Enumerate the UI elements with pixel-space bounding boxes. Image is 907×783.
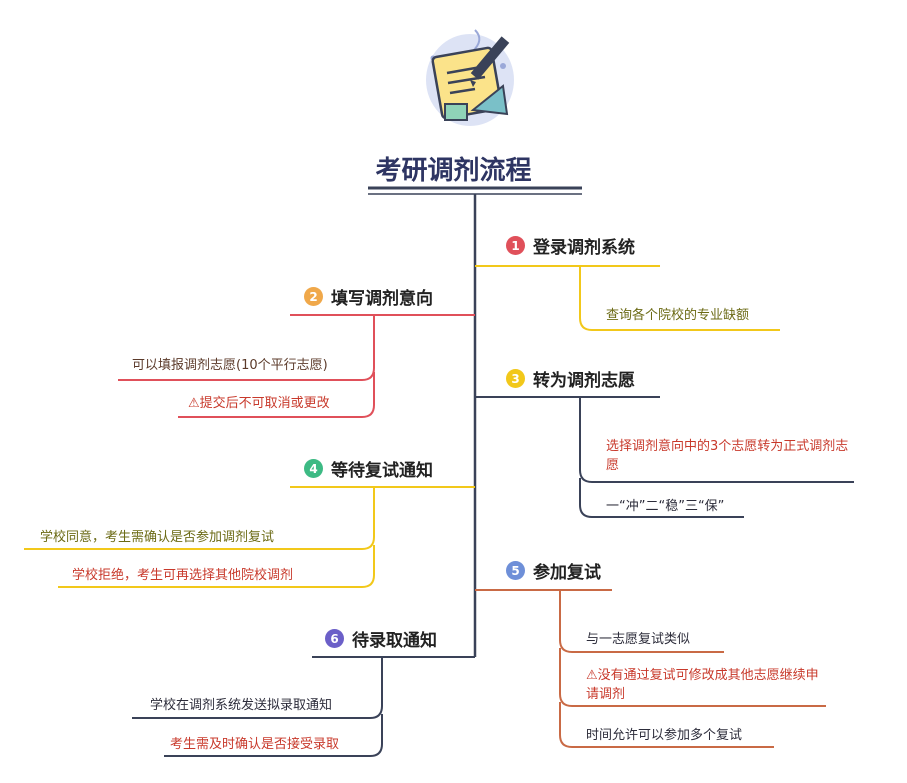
step-4-node: 4 等待复试通知 [304,456,433,481]
step-5-item-2: ⚠没有通过复试可修改成其他志愿继续申请调剂 [586,668,819,702]
step-4-number-badge: 4 [304,459,323,478]
step-1-item-1: 查询各个院校的专业缺额 [606,308,750,323]
step-5-item-1: 与一志愿复试类似 [586,632,691,647]
step-1-number-badge: 1 [506,236,525,255]
page-title: 考研调剂流程 [375,156,532,186]
step-3-item-2: 一“冲”二“稳”三“保” [606,499,725,514]
step-3-node: 3 转为调剂志愿 [506,366,635,391]
step-6-item-2: 考生需及时确认是否接受录取 [170,737,340,752]
step-6-node: 6 待录取通知 [325,626,437,651]
step-5-node: 5 参加复试 [506,558,601,583]
step-4-item-2: 学校拒绝，考生可再选择其他院校调剂 [72,568,294,583]
step-5-label: 参加复试 [533,563,601,583]
step-1-node: 1 登录调剂系统 [506,233,635,258]
step-6-label: 待录取通知 [352,631,437,651]
step-3-number-badge: 3 [506,369,525,388]
step-2-node: 2 填写调剂意向 [304,284,433,309]
step-6-item-1: 学校在调剂系统发送拟录取通知 [150,698,333,713]
step-3-label: 转为调剂志愿 [533,371,635,391]
step-2-label: 填写调剂意向 [331,289,433,309]
step-5-item-3: 时间允许可以参加多个复试 [586,728,743,743]
step-3-item-1: 选择调剂意向中的3个志愿转为正式调剂志愿 [606,439,849,473]
step-4-item-1: 学校同意，考生需确认是否参加调剂复试 [40,530,275,545]
step-4-label: 等待复试通知 [331,461,433,481]
step-2-item-2: ⚠提交后不可取消或更改 [188,396,330,411]
step-6-number-badge: 6 [325,629,344,648]
notebook-pencil-illustration [426,29,514,126]
step-1-label: 登录调剂系统 [533,238,635,258]
step-2-number-badge: 2 [304,287,323,306]
step-5-number-badge: 5 [506,561,525,580]
step-2-item-1: 可以填报调剂志愿(10个平行志愿) [132,358,328,373]
